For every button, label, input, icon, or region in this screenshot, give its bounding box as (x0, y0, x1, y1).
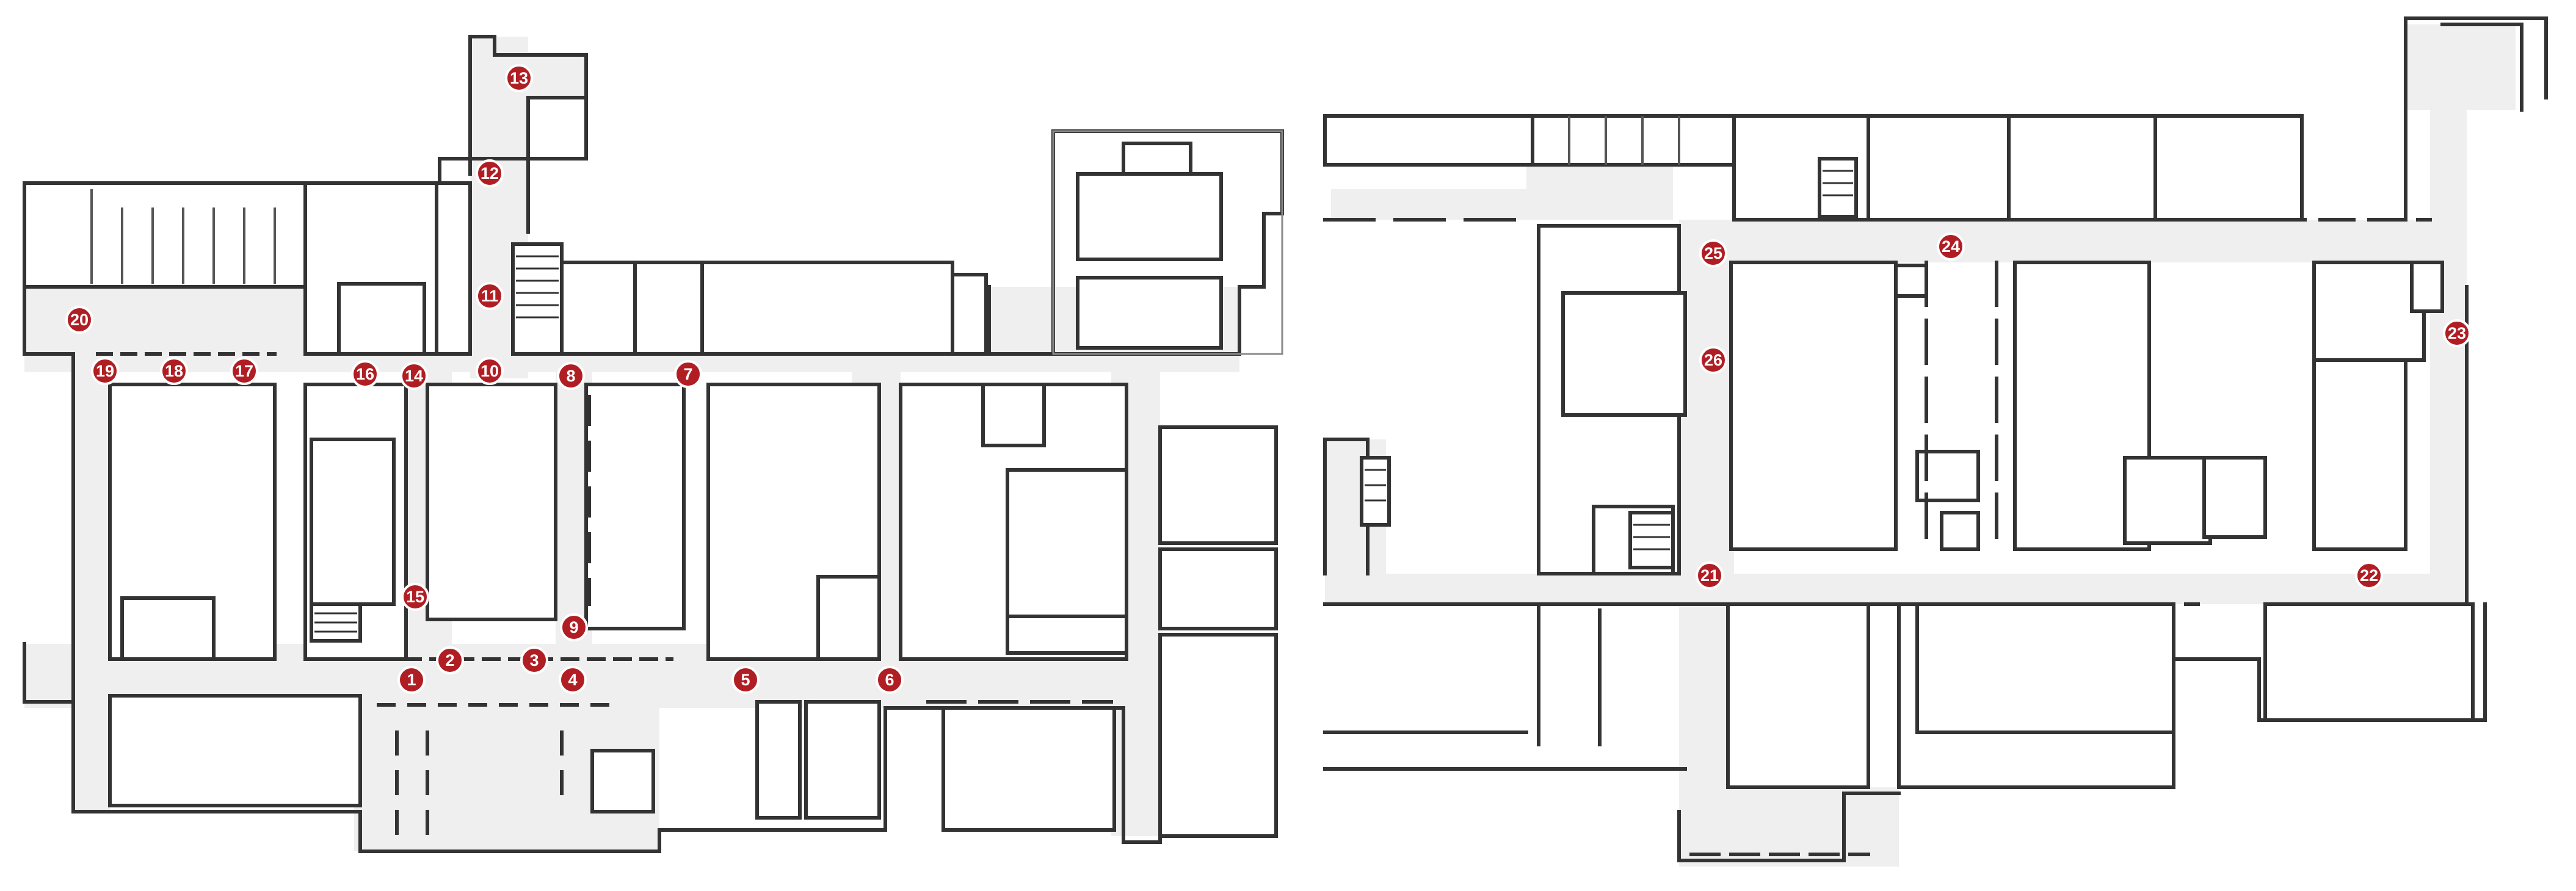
left-annex-top (1052, 130, 1283, 355)
marker-10: 10 (476, 357, 504, 385)
svg-text:26: 26 (1704, 351, 1722, 369)
left-lower-rooms (108, 425, 1278, 838)
marker-25: 25 (1699, 239, 1727, 267)
svg-text:11: 11 (481, 287, 499, 305)
marker-17: 17 (230, 357, 258, 385)
marker-19: 19 (91, 357, 119, 385)
svg-text:4: 4 (568, 671, 577, 689)
marker-3: 3 (520, 646, 548, 674)
svg-text:25: 25 (1704, 244, 1722, 262)
marker-12: 12 (476, 159, 504, 187)
svg-text:9: 9 (569, 618, 578, 637)
right-stair-bottom (1628, 511, 1675, 569)
svg-text:3: 3 (529, 651, 539, 669)
marker-9: 9 (560, 613, 588, 641)
svg-text:5: 5 (741, 671, 750, 689)
svg-text:14: 14 (405, 367, 423, 385)
svg-text:8: 8 (566, 367, 575, 385)
marker-16: 16 (351, 360, 379, 388)
marker-24: 24 (1937, 233, 1965, 261)
left-stair-upper (511, 242, 564, 356)
svg-text:23: 23 (2448, 324, 2466, 342)
right-dashed-lines (1323, 218, 2462, 856)
marker-14: 14 (400, 362, 428, 390)
left-floor-plan (23, 35, 1284, 853)
marker-7: 7 (674, 360, 702, 388)
svg-text:6: 6 (885, 671, 894, 689)
markers: 1 2 3 4 5 6 7 8 (65, 64, 2471, 694)
marker-23: 23 (2443, 319, 2471, 347)
marker-15: 15 (401, 583, 429, 611)
right-floor-plan (1323, 16, 2548, 867)
marker-13: 13 (505, 64, 533, 92)
right-stair-top (1818, 157, 1858, 218)
right-corridors (1325, 24, 2516, 867)
svg-text:17: 17 (235, 362, 253, 380)
marker-1: 1 (397, 666, 426, 694)
right-middle-rooms (1537, 224, 2444, 575)
right-lower-rooms (1323, 602, 2475, 789)
marker-8: 8 (557, 362, 585, 390)
marker-26: 26 (1699, 346, 1727, 374)
marker-18: 18 (160, 357, 188, 385)
svg-text:2: 2 (445, 651, 454, 669)
marker-20: 20 (65, 306, 93, 334)
marker-4: 4 (559, 666, 587, 694)
left-top-rooms (23, 181, 988, 356)
marker-21: 21 (1696, 561, 1724, 590)
svg-text:13: 13 (510, 69, 528, 87)
svg-text:22: 22 (2360, 566, 2378, 585)
marker-6: 6 (876, 666, 904, 694)
right-stair-left (1360, 456, 1391, 527)
svg-text:1: 1 (407, 671, 416, 689)
marker-2: 2 (436, 646, 464, 674)
svg-text:15: 15 (406, 588, 424, 606)
marker-11: 11 (476, 282, 504, 310)
svg-text:21: 21 (1700, 566, 1719, 585)
svg-text:24: 24 (1942, 237, 1960, 256)
svg-text:16: 16 (356, 365, 374, 383)
marker-5: 5 (731, 666, 760, 694)
svg-text:19: 19 (96, 362, 114, 380)
svg-text:7: 7 (683, 365, 692, 383)
svg-text:20: 20 (70, 311, 89, 329)
left-stair-lower (310, 602, 362, 643)
svg-text:12: 12 (481, 164, 499, 182)
left-middle-rooms (108, 383, 1128, 661)
marker-22: 22 (2355, 561, 2383, 590)
svg-text:18: 18 (165, 362, 183, 380)
svg-text:10: 10 (481, 362, 499, 380)
